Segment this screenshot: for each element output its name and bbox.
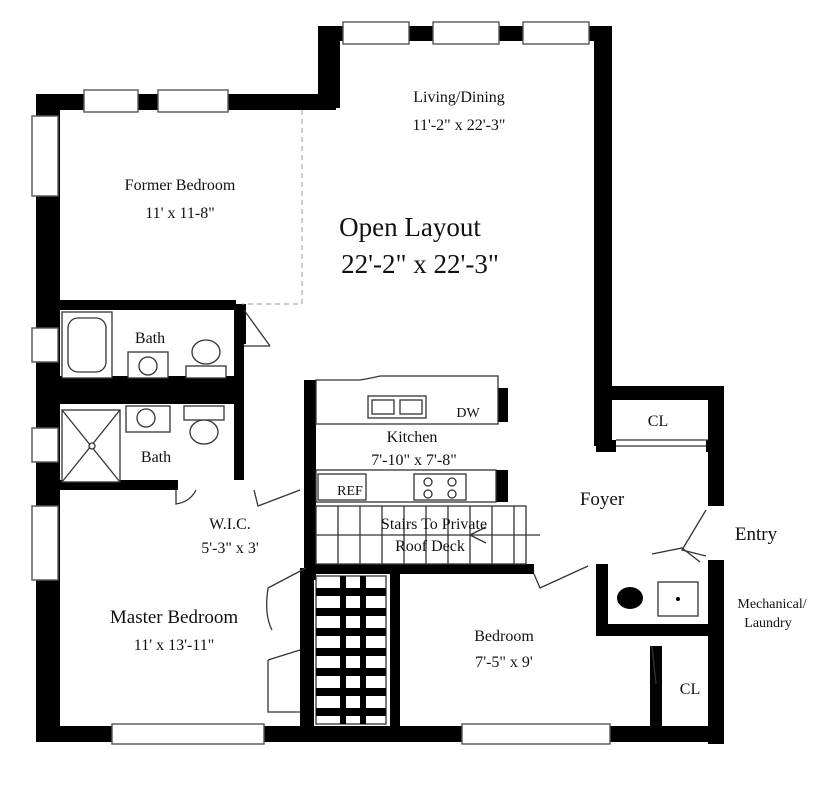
open-layout-dims: 22'-2" x 22'-3" — [341, 249, 499, 279]
refrigerator-icon — [317, 473, 367, 501]
former-bedroom-dims: 11' x 11-8" — [145, 205, 215, 222]
kitchen-label: Kitchen — [387, 429, 438, 446]
bath-1-label: Bath — [135, 330, 165, 347]
water-heater-icon — [617, 587, 643, 609]
closet-shelving-icon — [315, 575, 387, 725]
stairs-label-line1: Stairs To Private — [381, 516, 487, 533]
foyer-label: Foyer — [580, 489, 625, 510]
closet-bottom-label: CL — [680, 681, 700, 698]
toilet-icon — [191, 339, 221, 365]
entry-label: Entry — [735, 524, 778, 545]
fixtures — [61, 311, 699, 725]
wic-label: W.I.C. — [209, 516, 251, 533]
master-bedroom-label: Master Bedroom — [110, 607, 238, 628]
kitchen-dims: 7'-10" x 7'-8" — [371, 452, 456, 469]
stairs-icon — [315, 505, 540, 565]
room-labels: Living/Dining 11'-2" x 22'-3" Former Bed… — [110, 89, 807, 698]
former-bedroom-boundary — [242, 110, 303, 305]
windows — [31, 21, 611, 745]
toilet-icon — [183, 405, 225, 421]
bath-2-label: Bath — [141, 449, 171, 466]
bedroom-dims: 7'-5" x 9' — [475, 654, 533, 671]
stairs-label-line2: Roof Deck — [395, 538, 465, 555]
mechanical-label-line2: Laundry — [744, 616, 791, 631]
interior-walls — [58, 300, 714, 728]
stove-icon — [413, 473, 467, 501]
bedroom-label: Bedroom — [474, 628, 534, 645]
dishwasher-label: DW — [456, 406, 480, 421]
refrigerator-label: REF — [337, 484, 363, 499]
master-bedroom-dims: 11' x 13'-11" — [134, 637, 214, 654]
wic-dims: 5'-3" x 3' — [201, 540, 259, 557]
mechanical-label-line1: Mechanical/ — [737, 597, 806, 612]
former-bedroom-label: Former Bedroom — [125, 177, 236, 194]
living-dining-dims: 11'-2" x 22'-3" — [413, 117, 506, 134]
closet-top-label: CL — [648, 413, 668, 430]
open-layout-label: Open Layout — [339, 212, 481, 242]
living-dining-label: Living/Dining — [413, 89, 505, 106]
doors — [175, 309, 708, 713]
